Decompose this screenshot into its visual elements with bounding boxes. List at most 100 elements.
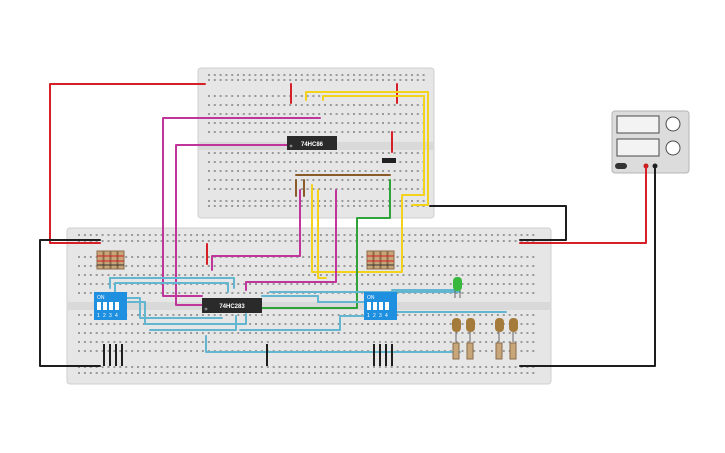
dip-switch-icon[interactable]: ON 1 2 3 4	[364, 292, 397, 320]
breadboard-hole	[208, 122, 210, 124]
wires[interactable]	[39, 83, 656, 367]
breadboard-hole	[390, 372, 393, 374]
breadboard-hole	[243, 292, 246, 294]
resistor-icon[interactable]	[366, 250, 395, 270]
breadboard-hole	[396, 314, 399, 316]
breadboard-hole	[219, 265, 222, 267]
breadboard-hole	[231, 341, 234, 343]
breadboard-hole	[272, 314, 275, 316]
breadboard-hole	[137, 332, 139, 334]
breadboard-hole	[283, 113, 286, 115]
breadboard-hole	[289, 200, 292, 202]
breadboard-hole	[314, 323, 316, 325]
wire-blue	[121, 297, 223, 319]
breadboard-hole	[324, 161, 326, 163]
breadboard-hole	[248, 200, 251, 202]
breadboard-hole	[125, 256, 128, 258]
breadboard-hole	[302, 323, 305, 325]
breadboard-hole	[390, 323, 393, 325]
breadboard-hole	[201, 332, 204, 334]
breadboard-hole	[271, 131, 274, 133]
breadboard-hole	[166, 314, 169, 316]
breadboard-hole	[443, 323, 446, 325]
breadboard-hole	[319, 256, 322, 258]
breadboard-hole	[387, 131, 390, 133]
breadboard-hole	[137, 323, 139, 325]
breadboard-hole	[532, 234, 535, 236]
breadboard-hole	[154, 314, 157, 316]
breadboard-hole	[78, 234, 80, 236]
ic-chip-icon[interactable]: 74HC283	[202, 298, 262, 313]
breadboard-hole	[402, 274, 405, 276]
breadboard-hole	[318, 131, 321, 133]
breadboard-hole	[266, 372, 269, 374]
breadboard-hole	[532, 341, 535, 343]
breadboard-hole	[331, 341, 334, 343]
breadboard-hole	[485, 256, 488, 258]
breadboard-hole	[455, 332, 458, 334]
breadboard-hole	[208, 95, 210, 97]
breadboard-hole	[491, 350, 493, 352]
ic-chip-icon[interactable]: 74HC86	[287, 136, 337, 150]
breadboard-hole	[396, 240, 399, 242]
breadboard-hole	[237, 122, 239, 124]
breadboard-hole	[324, 205, 326, 207]
breadboard-hole	[312, 95, 315, 97]
dip-switch-icon[interactable]: ON 1 2 3 4	[94, 292, 127, 320]
breadboard-hole	[514, 314, 517, 316]
breadboard-hole	[318, 95, 321, 97]
breadboard-hole	[324, 113, 326, 115]
breadboard-hole	[289, 113, 292, 115]
breadboard-hole	[399, 104, 402, 106]
breadboard-hole	[243, 274, 246, 276]
breadboard-hole	[461, 256, 464, 258]
breadboard-hole	[254, 113, 257, 115]
resistor-icon[interactable]	[452, 342, 517, 360]
breadboard-hole	[341, 161, 344, 163]
breadboard-hole	[347, 113, 350, 115]
ground-jumpers[interactable]	[103, 344, 393, 366]
breadboard-hole	[231, 265, 234, 267]
led-icon[interactable]	[495, 318, 504, 342]
power-supply-icon[interactable]	[611, 110, 690, 174]
breadboard-hole	[358, 205, 361, 207]
breadboard-hole	[225, 205, 228, 207]
breadboard-hole	[225, 366, 228, 368]
breadboard-hole	[479, 292, 482, 294]
breadboard-hole	[479, 332, 482, 334]
breadboard-hole	[219, 74, 222, 76]
breadboard-hole	[382, 74, 384, 76]
breadboard-hole	[343, 332, 346, 334]
breadboard-hole	[137, 341, 139, 343]
resistor-icon[interactable]	[96, 250, 125, 270]
led-icon[interactable]	[509, 318, 518, 342]
breadboard-hole	[502, 240, 505, 242]
breadboard-hole	[242, 179, 245, 181]
breadboard-hole	[78, 292, 80, 294]
breadboard-hole	[107, 332, 110, 334]
wire-black-link	[429, 205, 567, 241]
breadboard-hole	[485, 283, 488, 285]
led-icon[interactable]	[466, 318, 475, 342]
breadboard-hole	[353, 122, 355, 124]
breadboard-hole	[289, 122, 292, 124]
breadboard-hole	[443, 234, 446, 236]
breadboard-hole	[113, 372, 116, 374]
breadboard-hole	[331, 283, 334, 285]
breadboard-hole	[184, 234, 187, 236]
breadboard-hole	[148, 256, 151, 258]
breadboard-hole	[384, 240, 387, 242]
breadboard-hole	[219, 372, 222, 374]
breadboard-hole	[312, 205, 315, 207]
led-icon[interactable]	[453, 277, 462, 298]
small-component[interactable]	[382, 158, 396, 163]
breadboard-hole	[399, 113, 402, 115]
led-icon[interactable]	[452, 318, 461, 342]
breadboard-hole	[278, 372, 281, 374]
breadboard-hole	[396, 256, 399, 258]
breadboard-hole	[532, 314, 535, 316]
breadboard-hole	[496, 265, 499, 267]
breadboard-hole	[295, 122, 297, 124]
breadboard-hole	[355, 366, 358, 368]
